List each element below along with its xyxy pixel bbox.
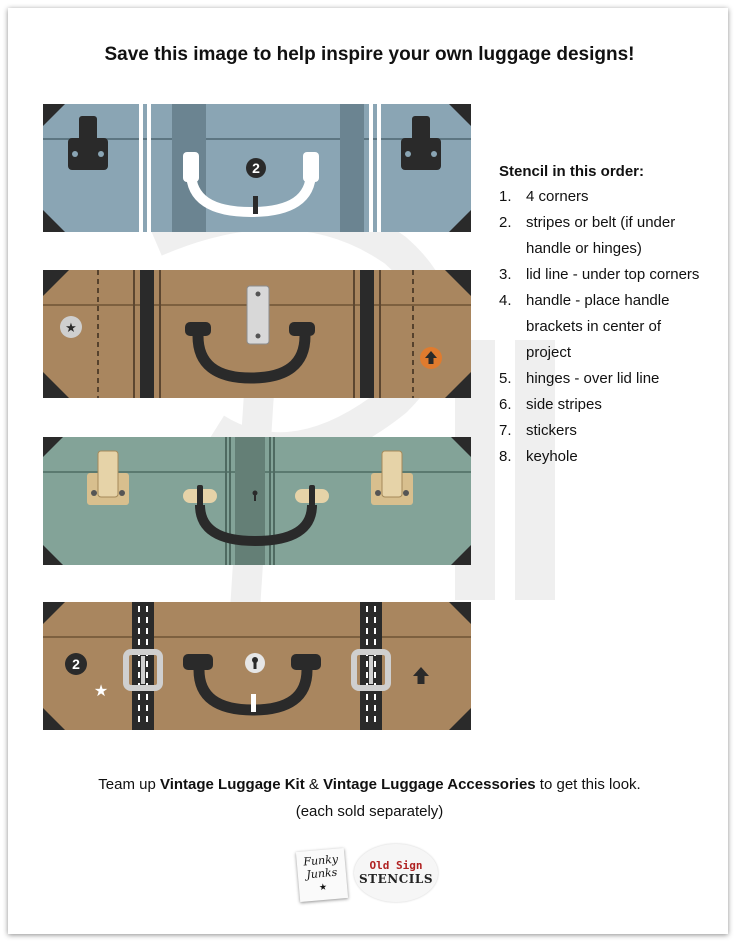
corner-bottom-right-icon bbox=[449, 210, 471, 232]
step-text: brackets in center of bbox=[526, 318, 662, 335]
step-text: stripes or belt (if under bbox=[526, 214, 676, 231]
step-text: lid line - under top corners bbox=[526, 266, 700, 283]
step-1: 1. 4 corners bbox=[499, 184, 729, 210]
keyhole-icon bbox=[245, 653, 265, 673]
corner-top-left-icon bbox=[43, 270, 69, 296]
step-text: project bbox=[526, 344, 572, 361]
step-text: handle or hinges) bbox=[526, 240, 642, 257]
step-text: handle - place handle bbox=[526, 292, 670, 309]
brand-logos: Funky Junks ★ Old Sign STENCILS bbox=[292, 842, 442, 904]
product-kit-name: Vintage Luggage Kit bbox=[159, 776, 305, 793]
buckle-left-icon bbox=[123, 649, 163, 691]
corner-bottom-left-icon bbox=[43, 372, 69, 398]
step-text: 4 corners bbox=[526, 188, 589, 205]
suitcase-tan: 2 ★ bbox=[43, 602, 471, 730]
number-sticker-icon bbox=[65, 653, 87, 675]
step-text: hinges - over lid line bbox=[526, 370, 660, 387]
handle-black-icon bbox=[183, 485, 329, 547]
corner-top-left-icon bbox=[43, 437, 63, 457]
corner-bottom-right-icon bbox=[445, 372, 471, 398]
handle-black-icon bbox=[185, 322, 315, 384]
buckle-right-icon bbox=[351, 649, 391, 691]
corner-bottom-right-icon bbox=[451, 545, 471, 565]
handle-black-icon bbox=[183, 654, 321, 716]
oldsign-logo-line1: Old Sign bbox=[369, 859, 423, 872]
step-number: 3. bbox=[499, 266, 512, 283]
step-4: 4. handle - place handle brackets in cente… bbox=[499, 288, 729, 366]
latch-left-brass-icon bbox=[87, 450, 129, 505]
step-text: keyhole bbox=[526, 448, 578, 465]
arrow-up-icon bbox=[413, 667, 429, 684]
corner-top-right-icon bbox=[451, 437, 471, 457]
corner-bottom-left-icon bbox=[43, 545, 63, 565]
funky-junks-logo: Funky Junks ★ bbox=[295, 848, 349, 902]
sticker-number-text: 2 bbox=[252, 160, 260, 176]
oldsign-logo-line2: STENCILS bbox=[359, 872, 433, 886]
latch-right-brass-icon bbox=[371, 450, 413, 505]
svg-text:★: ★ bbox=[65, 320, 77, 335]
number-sticker-icon bbox=[246, 158, 266, 178]
latch-right-icon bbox=[401, 116, 441, 170]
suitcase-blue: 2 bbox=[43, 104, 471, 232]
funky-logo-star-icon: ★ bbox=[318, 882, 328, 894]
corner-bottom-left-icon bbox=[43, 210, 65, 232]
steps-heading: Stencil in this order: bbox=[499, 163, 645, 180]
footer-post: to get this look. bbox=[535, 776, 641, 793]
step-number: 4. bbox=[499, 292, 512, 309]
step-text: side stripes bbox=[526, 396, 602, 413]
step-number: 2. bbox=[499, 214, 512, 231]
sticker-number-text: 2 bbox=[72, 656, 80, 672]
handle-white-icon bbox=[183, 152, 319, 218]
latch-left-icon bbox=[68, 116, 108, 170]
footer-promo: Team up Vintage Luggage Kit & Vintage Lu… bbox=[0, 776, 739, 793]
step-number: 1. bbox=[499, 188, 512, 205]
suitcase-green bbox=[43, 437, 471, 565]
corner-bottom-right-icon bbox=[449, 708, 471, 730]
step-number: 6. bbox=[499, 396, 512, 413]
step-number: 5. bbox=[499, 370, 512, 387]
step-5: 5. hinges - over lid line bbox=[499, 366, 729, 392]
corner-top-right-icon bbox=[449, 104, 471, 126]
footer-pre: Team up bbox=[98, 776, 160, 793]
step-2: 2. stripes or belt (if under handle or hin… bbox=[499, 210, 729, 262]
stencil-order-list: Stencil in this order: 1. 4 corners 2. str… bbox=[499, 163, 729, 470]
star-icon: ★ bbox=[94, 683, 108, 700]
step-text: stickers bbox=[526, 422, 577, 439]
corner-top-right-icon bbox=[449, 602, 471, 624]
suitcase-brown: ★ bbox=[43, 270, 471, 398]
page-title: Save this image to help inspire your own… bbox=[104, 44, 635, 65]
corner-bottom-left-icon bbox=[43, 708, 65, 730]
step-number: 7. bbox=[499, 422, 512, 439]
star-sticker-icon bbox=[60, 316, 82, 338]
corner-top-right-icon bbox=[445, 270, 471, 296]
hinge-brass-icon bbox=[246, 285, 270, 345]
step-8: 8. keyhole bbox=[499, 444, 729, 470]
step-6: 6. side stripes bbox=[499, 392, 729, 418]
corner-top-left-icon bbox=[43, 104, 65, 126]
funky-logo-line2: Junks bbox=[305, 865, 338, 882]
product-accessories-name: Vintage Luggage Accessories bbox=[323, 776, 536, 793]
step-number: 8. bbox=[499, 448, 512, 465]
corner-top-left-icon bbox=[43, 602, 65, 624]
old-sign-stencils-logo: Old Sign STENCILS bbox=[354, 844, 438, 902]
footer-amp: & bbox=[304, 776, 324, 793]
step-3: 3. lid line - under top corners bbox=[499, 262, 729, 288]
footer-note: (each sold separately) bbox=[295, 803, 444, 820]
keyhole-icon bbox=[252, 490, 258, 501]
step-7: 7. stickers bbox=[499, 418, 729, 444]
